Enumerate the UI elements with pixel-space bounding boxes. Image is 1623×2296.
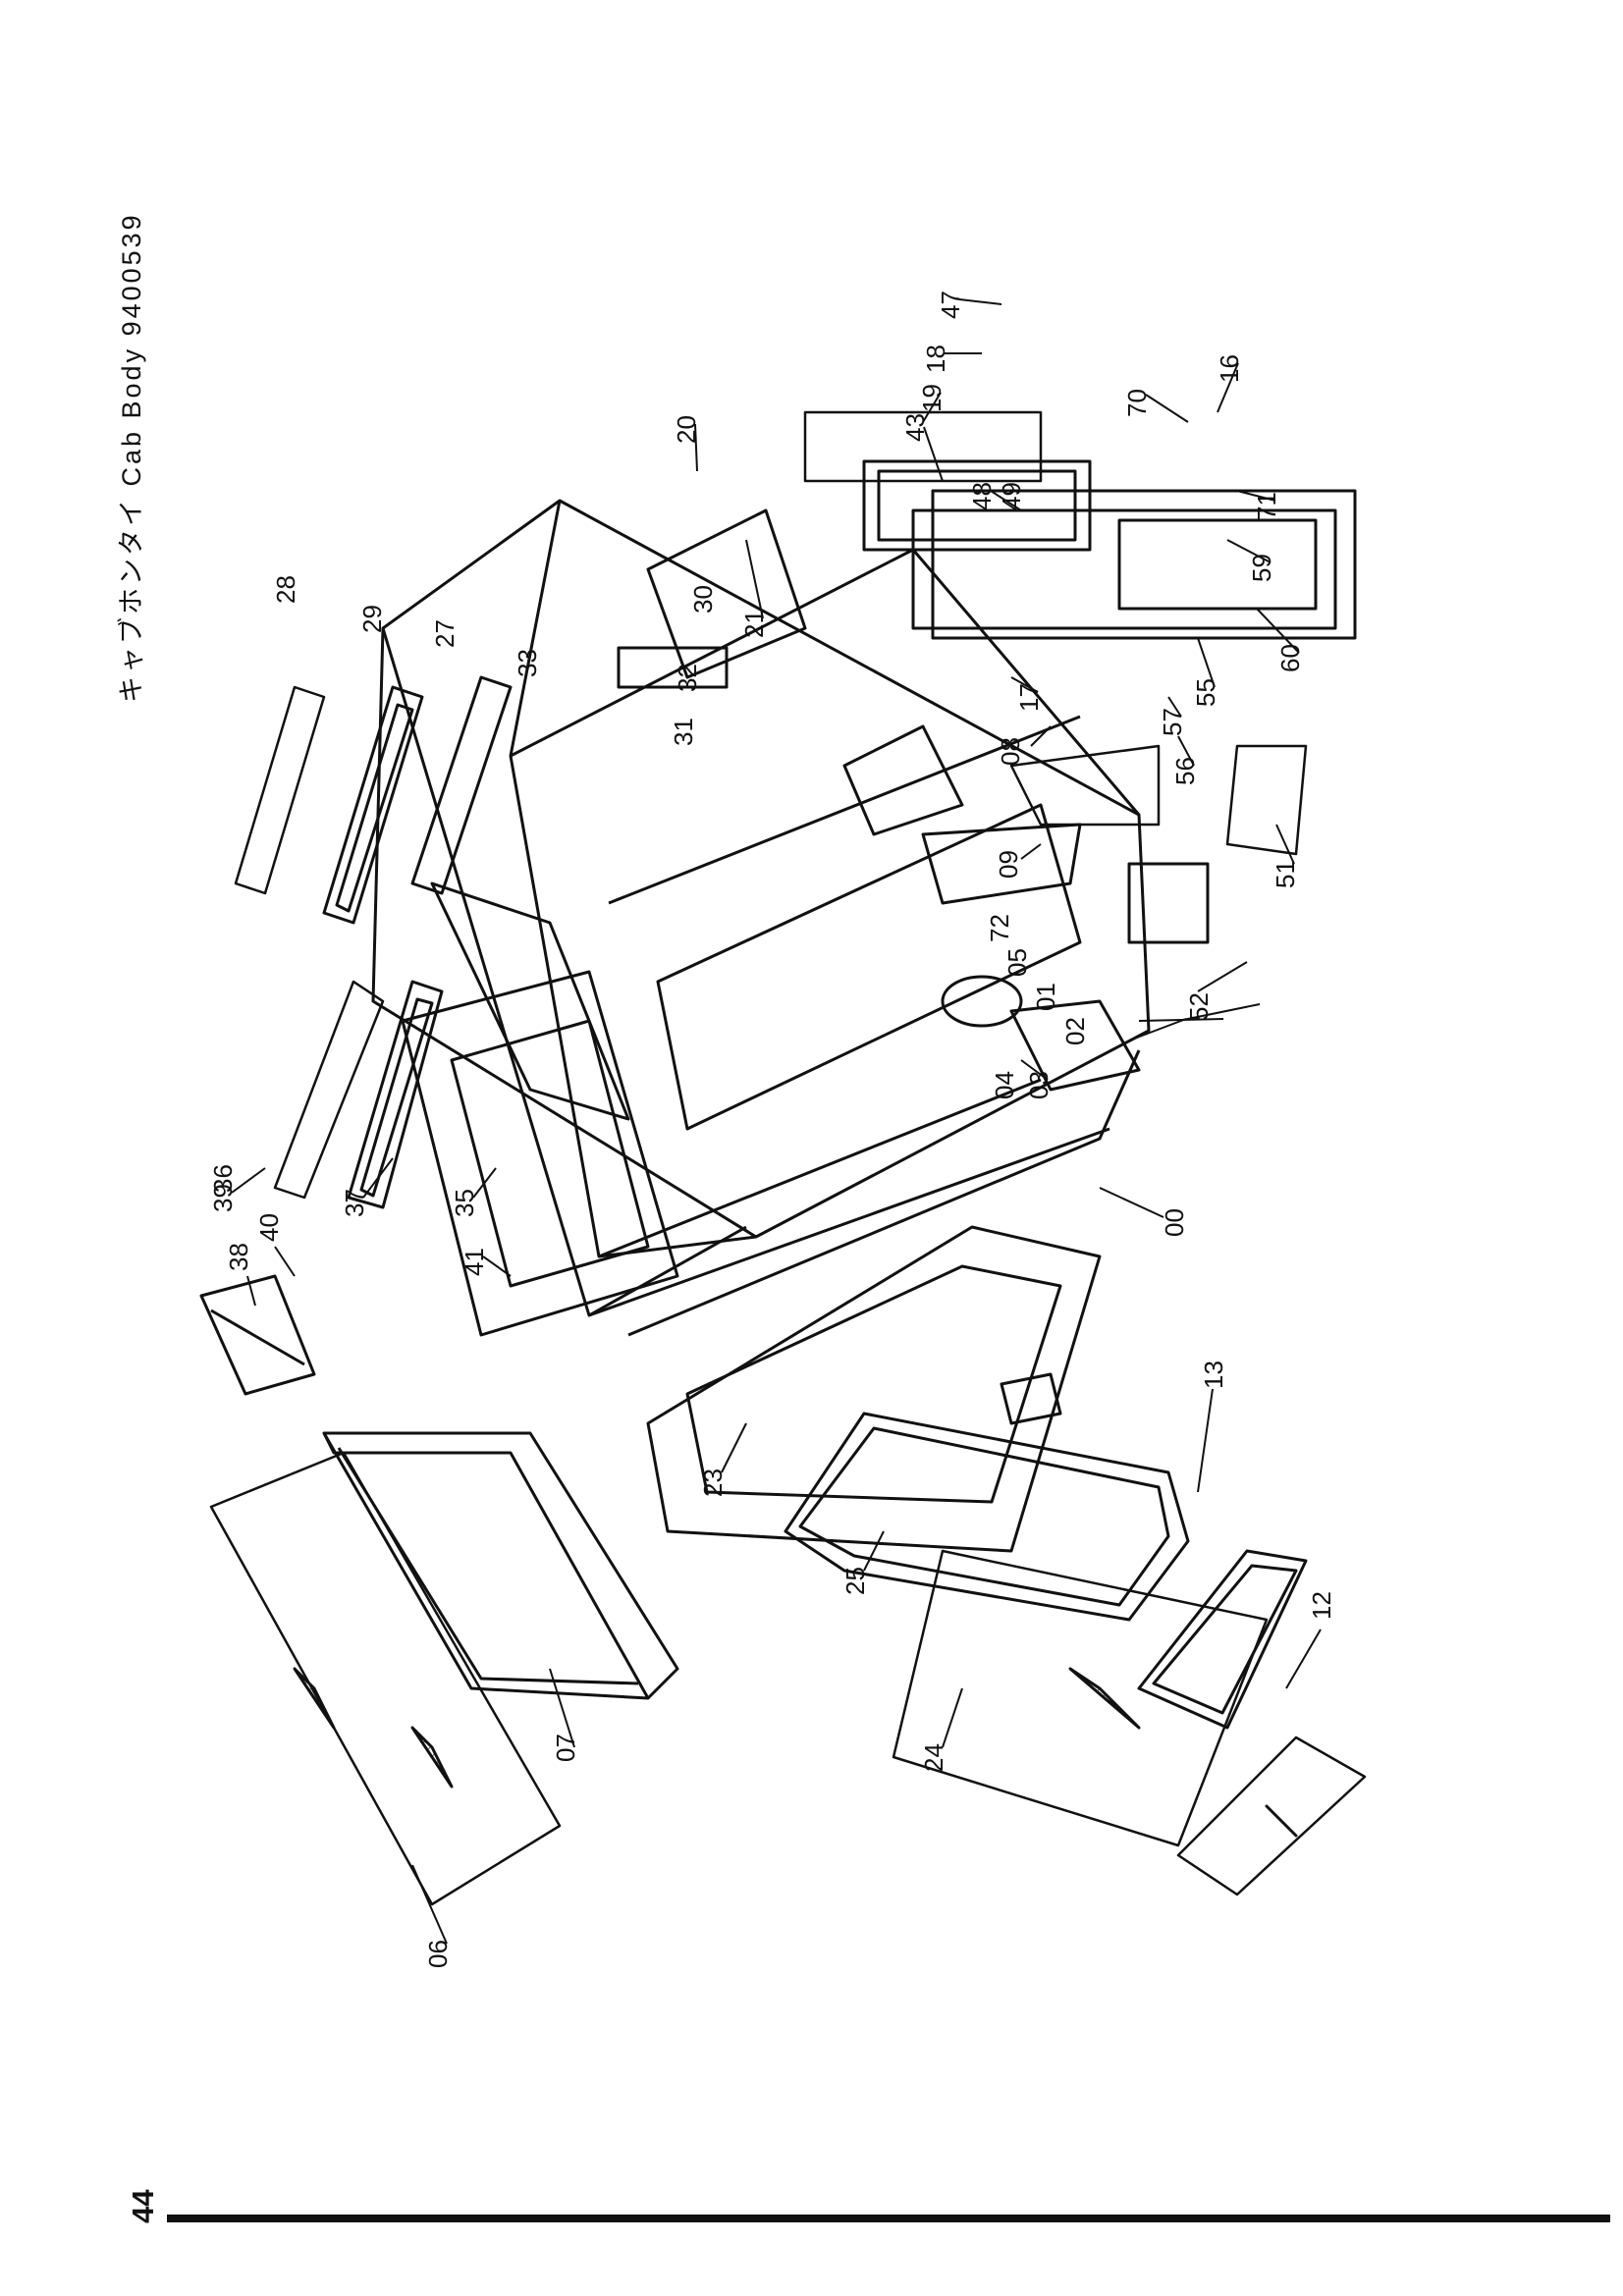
callout-32: 32 bbox=[673, 664, 702, 692]
callout-43: 43 bbox=[900, 413, 930, 442]
callout-08: 08 bbox=[996, 737, 1025, 766]
door-16 bbox=[911, 489, 1357, 640]
seal-29 bbox=[322, 685, 424, 925]
seal-52 bbox=[1127, 862, 1210, 944]
callout-07: 07 bbox=[551, 1734, 580, 1762]
callout-35: 35 bbox=[450, 1189, 479, 1217]
callout-12: 12 bbox=[1307, 1591, 1336, 1620]
glass-28 bbox=[234, 685, 326, 895]
callout-21: 21 bbox=[739, 610, 769, 638]
seal-37 bbox=[347, 980, 444, 1209]
callout-16: 16 bbox=[1215, 354, 1244, 383]
seal-09 bbox=[921, 823, 1082, 905]
glass-36 bbox=[273, 980, 385, 1200]
frame-27 bbox=[410, 675, 513, 895]
seal-07 bbox=[322, 1431, 679, 1700]
callout-31: 31 bbox=[669, 718, 698, 746]
glass-08 bbox=[1009, 744, 1161, 827]
callout-23: 23 bbox=[698, 1468, 728, 1497]
glass-51 bbox=[1225, 744, 1308, 856]
callout-33: 33 bbox=[513, 649, 542, 677]
callout-47: 47 bbox=[936, 291, 965, 319]
glass-20 bbox=[803, 410, 1043, 483]
callout-27: 27 bbox=[430, 619, 460, 648]
callout-70: 70 bbox=[1122, 389, 1152, 417]
callout-09: 09 bbox=[994, 850, 1023, 879]
callout-71: 71 bbox=[1252, 492, 1281, 520]
callout-19: 19 bbox=[917, 384, 947, 412]
callout-56: 56 bbox=[1170, 757, 1200, 785]
callout-57: 57 bbox=[1158, 708, 1187, 736]
callout-02: 02 bbox=[1060, 1017, 1090, 1045]
glass-12 bbox=[1176, 1735, 1367, 1896]
callout-20: 20 bbox=[672, 415, 701, 444]
callout-52: 52 bbox=[1184, 992, 1214, 1021]
callout-25: 25 bbox=[840, 1567, 870, 1595]
callout-48: 48 bbox=[967, 482, 997, 510]
callout-28: 28 bbox=[271, 575, 300, 604]
callout-55: 55 bbox=[1191, 678, 1220, 707]
callout-40: 40 bbox=[254, 1213, 284, 1242]
footer-rule bbox=[167, 2215, 1610, 2222]
strut-30 bbox=[617, 646, 729, 689]
callout-49: 49 bbox=[997, 482, 1026, 510]
strut-38 bbox=[199, 1274, 316, 1396]
callout-13: 13 bbox=[1199, 1361, 1228, 1389]
glass-24 bbox=[892, 1549, 1269, 1847]
callout-04: 04 bbox=[990, 1071, 1019, 1099]
callout-05: 05 bbox=[1002, 948, 1032, 977]
callout-41: 41 bbox=[460, 1248, 489, 1276]
seal-21 bbox=[862, 459, 1092, 552]
callout-01: 01 bbox=[1031, 983, 1060, 1011]
callout-38: 38 bbox=[224, 1243, 253, 1271]
callout-39: 39 bbox=[208, 1184, 238, 1212]
roof-hatch bbox=[401, 970, 679, 1337]
callout-72: 72 bbox=[985, 914, 1014, 942]
callout-60: 60 bbox=[1275, 644, 1305, 672]
panel-72 bbox=[941, 975, 1023, 1028]
callout-29: 29 bbox=[357, 605, 387, 633]
glass-06 bbox=[209, 1451, 562, 1906]
callout-00: 00 bbox=[1160, 1208, 1189, 1237]
callout-37: 37 bbox=[340, 1189, 369, 1217]
seal-13 bbox=[1137, 1549, 1308, 1730]
door-frame bbox=[646, 1225, 1102, 1553]
leader-lines bbox=[231, 298, 1322, 1945]
callout-51: 51 bbox=[1271, 860, 1300, 888]
callout-59: 59 bbox=[1247, 554, 1276, 582]
callout-18: 18 bbox=[921, 345, 950, 373]
callout-24: 24 bbox=[919, 1743, 948, 1772]
seal-25 bbox=[784, 1412, 1190, 1622]
callout-30: 30 bbox=[688, 585, 718, 614]
callout-03: 03 bbox=[1024, 1071, 1054, 1099]
callout-36: 36 bbox=[208, 1164, 238, 1193]
callout-17: 17 bbox=[1014, 683, 1044, 712]
callout-06: 06 bbox=[423, 1940, 453, 1968]
